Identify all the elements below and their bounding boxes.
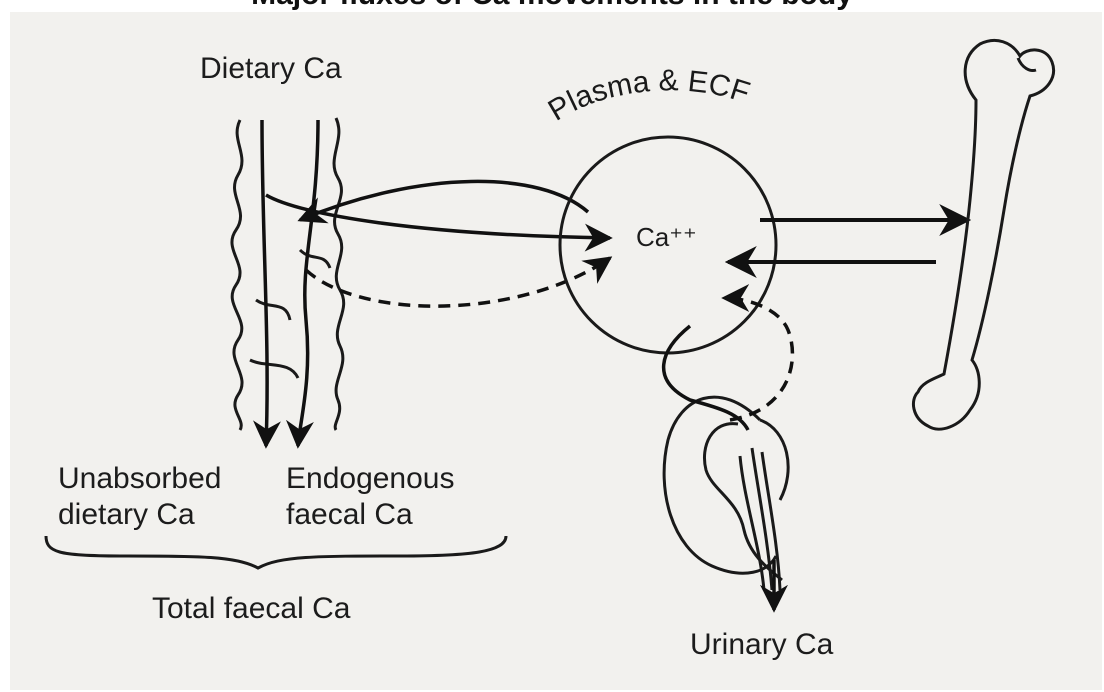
total-faecal-brace [46, 536, 506, 568]
dietary-ca-label: Dietary Ca [200, 52, 342, 86]
endogenous-label-line1: Endogenous [286, 462, 455, 496]
renal-filtration-arrow [664, 326, 748, 430]
plasma-ecf-label: Plasma & ECF [543, 64, 754, 127]
secretion-arrow [300, 181, 588, 220]
endogenous-label-line2: faecal Ca [286, 498, 413, 532]
endogenous-flow-arrow [298, 120, 318, 446]
total-faecal-label: Total faecal Ca [152, 592, 350, 626]
urinary-ca-label: Urinary Ca [690, 628, 833, 662]
femur-bone-icon [913, 40, 1053, 429]
unabsorbed-label-line1: Unabsorbed [58, 462, 221, 496]
reabsorption-dashed-arrow [306, 258, 610, 306]
absorption-arrow [266, 195, 610, 238]
unabsorbed-flow-arrow [262, 120, 267, 446]
intestine-icon [232, 118, 344, 430]
unabsorbed-label-line2: dietary Ca [58, 498, 195, 532]
kidney-icon [664, 397, 788, 590]
calcium-ion-label: Ca⁺⁺ [636, 220, 697, 254]
